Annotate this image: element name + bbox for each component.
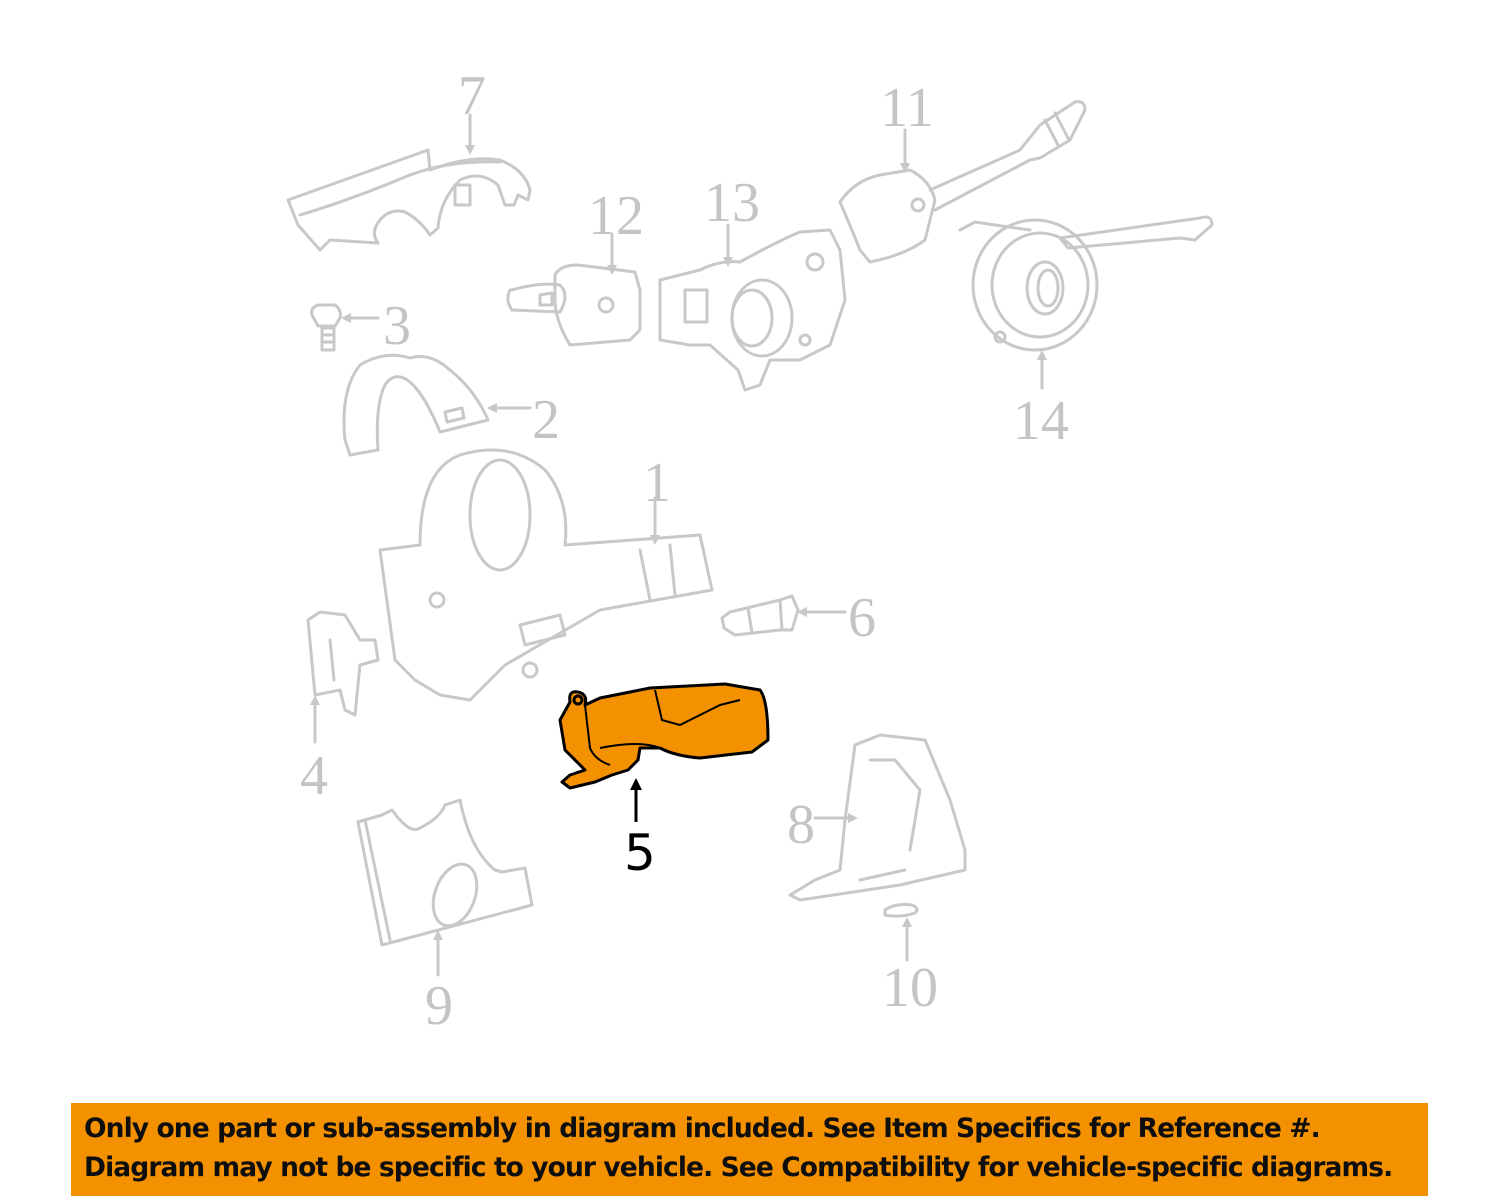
part-13-switch-housing: [658, 228, 847, 392]
part-3-screw: [310, 303, 342, 352]
callout-3: 3: [383, 295, 411, 357]
callout-12: 12: [588, 185, 644, 247]
disclaimer-line-1: Only one part or sub-assembly in diagram…: [84, 1113, 1321, 1144]
callout-10: 10: [882, 957, 938, 1019]
part-7-upper-cover: [286, 148, 532, 252]
disclaimer-banner: Only one part or sub-assembly in diagram…: [71, 1103, 1428, 1196]
part-14-clock-spring: [958, 215, 1214, 352]
disclaimer-line-2: Diagram may not be specific to your vehi…: [84, 1152, 1393, 1183]
part-12-switch: [506, 263, 642, 347]
part-6-lock-cylinder: [720, 594, 800, 637]
callout-13: 13: [704, 172, 760, 234]
callout-9: 9: [425, 975, 453, 1037]
callout-7: 7: [458, 65, 486, 127]
callout-5: 5: [624, 824, 656, 882]
part-2-bracket: [342, 353, 490, 457]
part-9-lower-cover: [356, 798, 534, 947]
callout-11: 11: [880, 77, 934, 139]
part-1-lock-housing: [378, 448, 714, 702]
callout-6: 6: [848, 587, 876, 649]
part-5-highlighted-part: [558, 682, 770, 790]
callout-14: 14: [1013, 390, 1069, 452]
callout-4: 4: [300, 745, 328, 807]
callout-2: 2: [532, 389, 560, 451]
part-11-wiper-stalk: [838, 100, 1087, 264]
part-8-side-panel: [788, 733, 967, 902]
part-10-clip: [883, 903, 919, 918]
callout-1: 1: [643, 452, 671, 514]
part-4-bracket: [306, 610, 380, 717]
callout-8: 8: [787, 794, 815, 856]
